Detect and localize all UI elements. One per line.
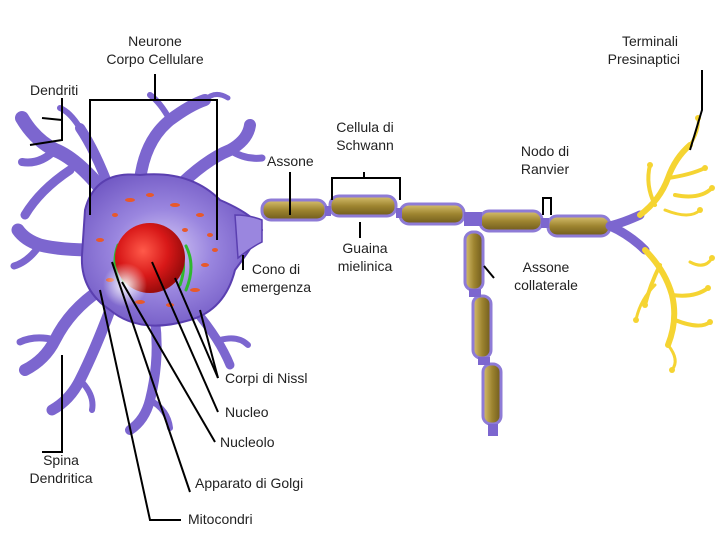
label-ranvier: Ranvier <box>520 161 570 177</box>
presynaptic-terminals <box>634 116 714 372</box>
label-spina: Spina <box>43 452 79 468</box>
label-dendriti: Dendriti <box>30 82 79 98</box>
terminal-buttons <box>633 115 715 373</box>
myelin-sheath <box>260 194 612 426</box>
label-presinaptici: Presinaptici <box>607 51 680 67</box>
label-nucleolo: Nucleolo <box>220 434 275 450</box>
axon-end <box>605 210 650 255</box>
label-cellula-di: Cellula di <box>336 119 394 135</box>
label-assone-collaterale-1: Assone <box>522 259 570 275</box>
label-emergenza: emergenza <box>240 279 312 295</box>
leader-lines <box>29 70 703 521</box>
label-mielinica: mielinica <box>337 258 393 274</box>
label-corpo-cellulare: Corpo Cellulare <box>106 51 204 67</box>
label-nucleo: Nucleo <box>225 404 269 420</box>
label-apparato-di-golgi: Apparato di Golgi <box>195 475 304 491</box>
label-assone: Assone <box>267 153 314 169</box>
axon-hillock <box>234 214 263 260</box>
dendrites <box>10 92 266 435</box>
label-neurone: Neurone <box>128 33 182 49</box>
nucleolus-glow <box>103 263 147 307</box>
label-assone-collaterale-2: collaterale <box>514 277 578 293</box>
label-nodo-di: Nodo di <box>520 143 570 159</box>
label-mitocondri: Mitocondri <box>188 511 253 527</box>
label-dendritica: Dendritica <box>29 470 93 486</box>
label-guaina: Guaina <box>342 240 388 256</box>
label-corpi-di-nissl: Corpi di Nissl <box>225 370 308 386</box>
label-cono-di: Cono di <box>251 261 301 277</box>
nodes-of-ranvier <box>325 206 549 436</box>
label-terminali: Terminali <box>621 33 678 49</box>
label-schwann: Schwann <box>336 137 394 153</box>
